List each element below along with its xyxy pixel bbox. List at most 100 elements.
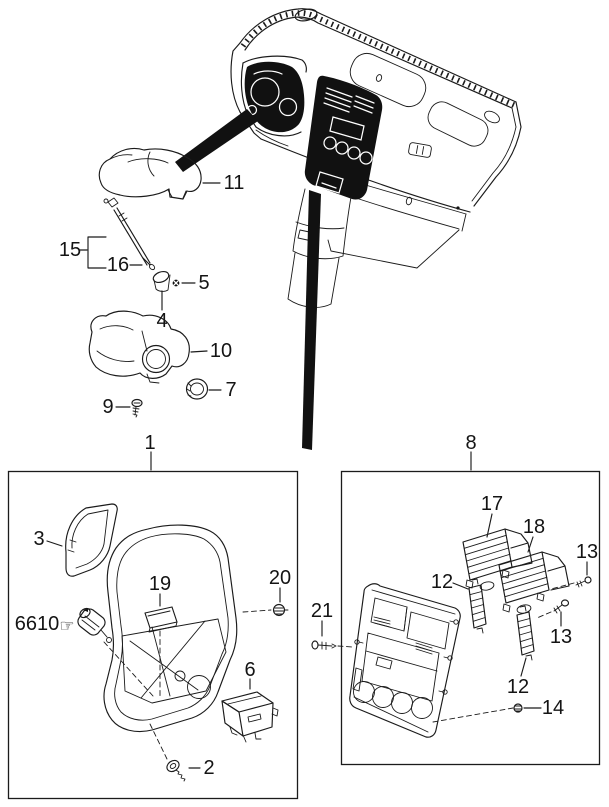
dash-20 [242, 609, 272, 613]
fascia-vent-right [406, 611, 450, 650]
dashboard-illustration [175, 8, 522, 450]
dash-21 [337, 645, 353, 648]
part-5-clip: 5 [172, 272, 210, 294]
part-7-grommet: 7 [185, 378, 237, 401]
center-fascia-panel [349, 583, 461, 738]
callout-4: 4 [156, 310, 167, 332]
pointing-hand-icon: ☞ [59, 617, 74, 636]
callout-18: 18 [523, 516, 545, 538]
part-10-lower-column-cover: 10 [88, 310, 232, 384]
callout-15: 15 [59, 239, 81, 261]
leader-10 [190, 350, 208, 353]
top-oval [294, 8, 318, 22]
dash-6610 [103, 641, 154, 697]
pointer-line-to-box1 [302, 190, 321, 450]
box-8-section: 8 17 [340, 432, 601, 766]
dash-top-inset-1 [349, 52, 427, 108]
left-pillar-inner [255, 129, 289, 147]
part-15-16-key-cable: 15 16 [59, 197, 156, 276]
pointer-wedge-to-part11 [175, 109, 258, 172]
part-13-screw-lower: 13 [536, 599, 572, 648]
part-17-vent: 17 [462, 493, 533, 591]
stack-screen [329, 116, 365, 141]
part-21-screw: 21 [311, 600, 353, 650]
part-14-clip: 14 [432, 697, 564, 723]
part-20-nut: 20 [242, 567, 291, 617]
leader-3 [46, 540, 63, 547]
stack-vent-slats [323, 87, 375, 114]
part-12-strip-left: 12 [431, 571, 487, 634]
leader-12-right [520, 657, 527, 677]
left-pillar [230, 42, 262, 140]
dash-right-edge-inner [471, 107, 517, 202]
gauge-circle-left [250, 77, 280, 107]
stack-knob-4 [359, 151, 373, 165]
callout-5: 5 [198, 272, 209, 294]
callout-20: 20 [269, 567, 291, 589]
callout-10: 10 [210, 340, 232, 362]
box1-border [7, 470, 299, 800]
cluster-hood-brow [242, 55, 307, 73]
side-mark-o [405, 196, 413, 206]
part-3-side-trim: 3 [33, 503, 118, 577]
dash-14 [432, 707, 514, 723]
callout-17: 17 [481, 493, 503, 515]
right-end-cap [484, 110, 500, 124]
callout-7: 7 [225, 379, 236, 401]
part-12-strip-right: 12 [507, 605, 535, 698]
callout-9: 9 [102, 396, 113, 418]
callout-21: 21 [311, 600, 333, 622]
box8-border [340, 470, 601, 766]
console-bezel [103, 524, 238, 733]
leader-17 [486, 513, 493, 538]
callout-14: 14 [542, 697, 564, 719]
bezel-opening-diagonals [129, 620, 206, 699]
console-detail-line [295, 221, 345, 230]
dash-top-edge-inner [244, 16, 513, 109]
part-9-screw: 9 [102, 396, 143, 418]
cable-ferrule [142, 257, 151, 266]
bracket-15 [87, 236, 107, 269]
knob-hole-4 [411, 697, 433, 719]
gauge-circle-right [278, 97, 298, 117]
side-dot [456, 206, 460, 210]
leader-12-left [452, 582, 469, 590]
part-13-screw-upper: 13 [550, 541, 598, 590]
part-4-bushing: 4 [152, 270, 171, 332]
bezel-cupholder [187, 675, 211, 699]
callout-19: 19 [149, 573, 171, 595]
dash-13-upper [550, 582, 575, 590]
knob-hole-2 [372, 686, 394, 708]
part-2-screw: 2 [149, 723, 215, 782]
dash-top-inset-2 [427, 101, 489, 147]
glovebox-latch [408, 142, 432, 158]
part-6610-lighter: 6610 ☞ [15, 607, 154, 697]
dash-2 [149, 723, 168, 760]
dash-13-lower [536, 611, 552, 619]
fascia-side-slot [352, 667, 363, 692]
callout-6610: 6610 [15, 613, 60, 635]
callout-8: 8 [465, 432, 476, 454]
part-6-tray: 6 [221, 659, 279, 743]
knob-hole-3 [391, 692, 413, 714]
center-stack [304, 75, 383, 200]
cluster-top-arc [253, 70, 283, 75]
bezel-opening [121, 618, 227, 704]
stack-knob-1 [323, 136, 337, 150]
leader-18 [527, 536, 534, 553]
center-stack-fill [304, 75, 383, 200]
part-11-upper-column-cover: 11 [98, 147, 244, 200]
callout-12-right: 12 [507, 676, 529, 698]
stack-knob-3 [347, 146, 361, 160]
callout-13-lower: 13 [550, 626, 572, 648]
top-oval-inner [297, 16, 316, 20]
part-19-lid: 19 [144, 573, 178, 698]
defroster-hatch-band [240, 10, 516, 108]
callout-12-left: 12 [431, 571, 453, 593]
cable-line [113, 207, 151, 266]
knob-hole-1 [353, 681, 375, 703]
steering-column-parts: 11 15 16 4 5 [59, 147, 244, 418]
instrument-cluster [244, 61, 305, 133]
